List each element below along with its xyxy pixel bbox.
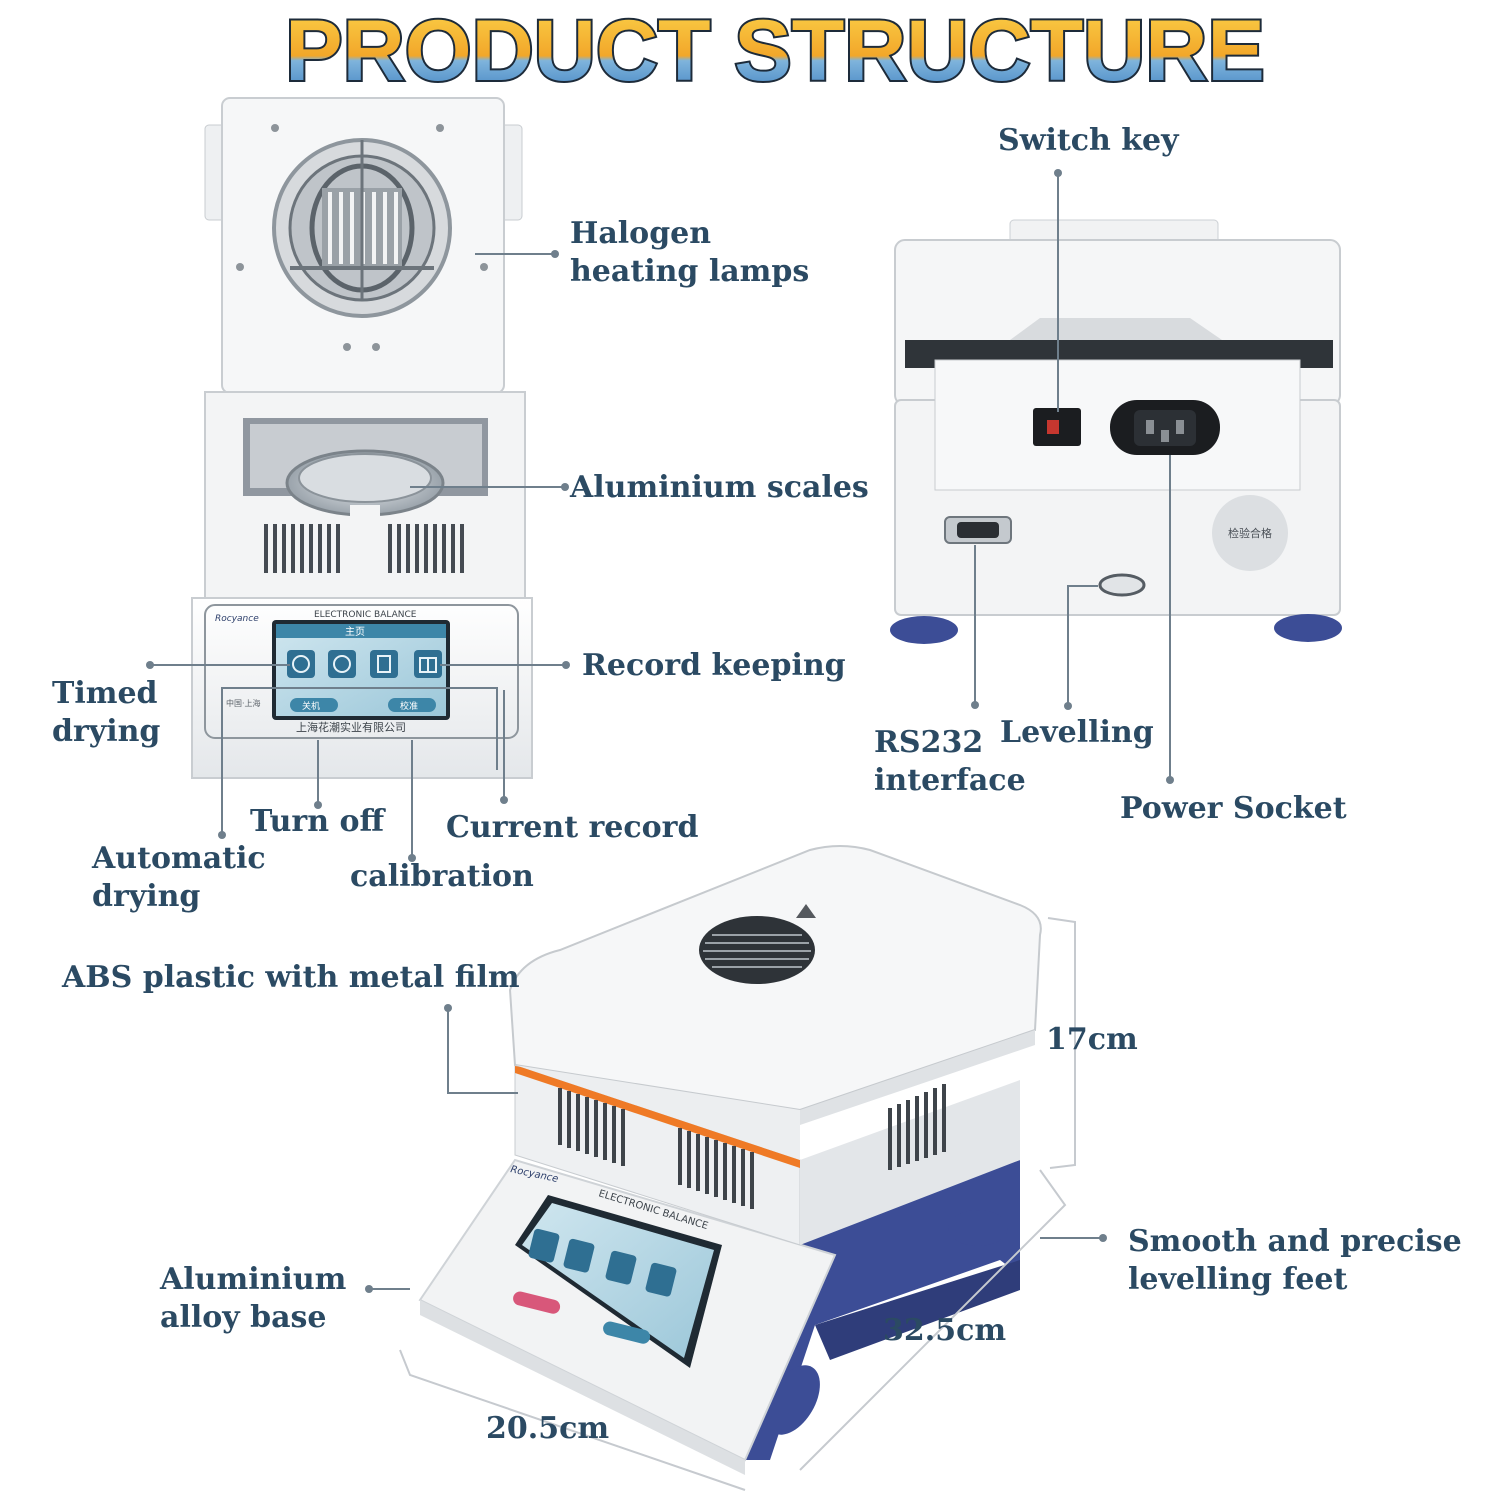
brand-logo: Rocyance (215, 614, 259, 624)
label-rs232-interface: RS232 interface (874, 725, 1026, 798)
label-power-socket: Power Socket (1120, 791, 1347, 826)
screen-off-button (290, 698, 338, 712)
rear-view-device: 检验合格 (890, 219, 1342, 644)
label-calibration: calibration (350, 859, 534, 894)
label-levelling: Levelling (1000, 715, 1154, 750)
orange-accent-strip (515, 1065, 800, 1168)
rear-foot-left (890, 616, 958, 644)
back-foot (948, 1210, 1008, 1246)
panel-origin: 中国·上海 (226, 698, 261, 708)
front-open-device: Rocyance ELECTRONIC BALANCE 主页 关机 校准 中国·… (191, 97, 533, 779)
certification-sticker (1212, 495, 1288, 571)
label-abs-plastic: ABS plastic with metal film (62, 960, 520, 995)
screen-home-tab: 主页 (345, 626, 365, 638)
page-title: PRODUCT STRUCTURE (285, 3, 1264, 99)
label-timed-drying: Timed drying (52, 676, 161, 749)
label-aluminium-scales: Aluminium scales (570, 470, 869, 505)
svg-text:关机: 关机 (302, 700, 320, 712)
label-height-dimension: 17cm (1046, 1022, 1138, 1057)
screen-calibration-button (388, 698, 436, 712)
label-width-dimension: 20.5cm (486, 1411, 610, 1446)
label-automatic-drying: Automatic drying (92, 841, 266, 914)
screen-icons (287, 650, 442, 678)
leader-dots (146, 169, 1174, 1293)
lid-arrow-icon (796, 904, 816, 918)
dimension-lines (399, 917, 1076, 1491)
level-bubble (1098, 573, 1146, 597)
label-levelling-feet: Smooth and precise levelling feet (1128, 1224, 1462, 1297)
current-record-icon (370, 650, 398, 678)
label-halogen-heating-lamps: Halogen heating lamps (570, 216, 810, 289)
svg-text:校准: 校准 (400, 700, 418, 712)
label-record-keeping: Record keeping (582, 648, 846, 683)
label-aluminium-alloy-base: Aluminium alloy base (160, 1262, 347, 1335)
timed-drying-icon (287, 650, 315, 678)
label-depth-dimension: 32.5cm (883, 1313, 1007, 1348)
angled-device: Rocyance ELECTRONIC BALANCE (418, 845, 1042, 1475)
height-dimension-line (1047, 917, 1076, 1169)
automatic-drying-icon (328, 650, 356, 678)
rear-foot-right (1274, 614, 1342, 642)
panel-company: 上海花潮实业有限公司 (296, 720, 406, 734)
svg-text:检验合格: 检验合格 (1228, 526, 1272, 540)
label-switch-key: Switch key (998, 123, 1179, 158)
label-current-record: Current record (446, 810, 699, 845)
leader-lines (150, 173, 1171, 1290)
halogen-lamp-cage (272, 138, 452, 318)
depth-dimension-line (799, 1169, 1067, 1471)
width-dimension-line (399, 1349, 746, 1491)
label-turn-off: Turn off (250, 804, 385, 839)
panel-title: ELECTRONIC BALANCE (314, 610, 417, 620)
